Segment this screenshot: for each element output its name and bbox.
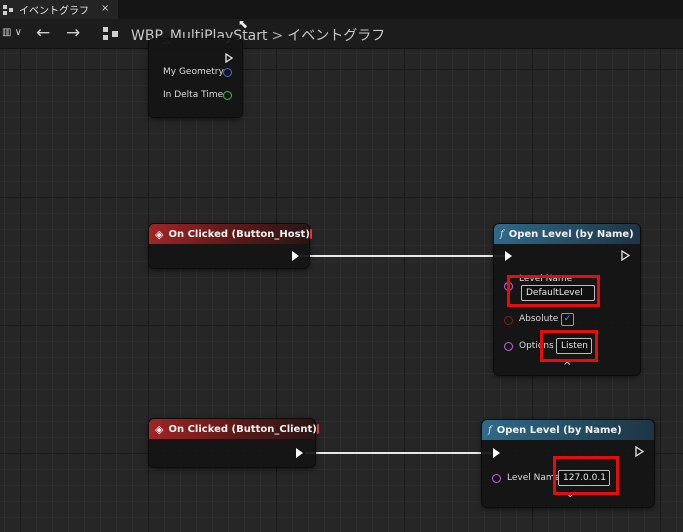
exec-in-pin[interactable] [505,251,512,261]
open-level-host-node[interactable]: f Open Level (by Name) Level Name Defaul… [494,224,640,375]
event-icon: ◈ [155,422,164,436]
graph-toolbar: ▥ ∨ ← → WBP_MultiPlayStart>イベントグラフ [0,19,683,49]
tab-title: イベントグラフ [19,6,89,17]
level-name-label: Level Name [507,473,561,483]
node-title: Open Level (by Name) [496,424,622,436]
delegate-pin-icon[interactable] [309,229,312,239]
level-name-input[interactable]: 127.0.0.1 [558,470,610,486]
graph-canvas[interactable]: My Geometry In Delta Time ⬉ ◈ On Clicked… [0,17,683,532]
highlight-options [540,330,598,362]
pin-in-delta-time: In Delta Time [163,90,224,100]
tab-bar: イベントグラフ × [0,0,683,19]
exec-in-pin[interactable] [493,448,500,458]
back-arrow-icon[interactable]: ← [36,23,51,43]
highlight-level-name [507,275,600,307]
options-input[interactable]: Listen [556,338,592,354]
close-icon[interactable]: × [101,3,110,14]
breadcrumb-current: イベントグラフ [287,28,386,44]
event-tick-node[interactable]: My Geometry In Delta Time [149,39,242,117]
exec-out-pin[interactable] [296,448,303,458]
on-clicked-host-node[interactable]: ◈ On Clicked (Button_Host) [149,224,312,268]
function-node-header: f Open Level (by Name) [494,224,640,244]
exec-out-pin[interactable] [635,445,645,460]
node-title: Open Level (by Name) [508,228,634,240]
exec-out-pin[interactable] [225,52,234,64]
event-node-header: ◈ On Clicked (Button_Client) [149,419,319,439]
node-title: On Clicked (Button_Client) [168,423,317,435]
graph-icon [3,4,15,15]
collapse-chevron-icon[interactable]: ^ [563,361,572,372]
exec-wires [300,255,506,454]
breadcrumb-separator: > [271,28,284,44]
tab-event-graph[interactable]: イベントグラフ × [0,0,118,19]
node-title: On Clicked (Button_Host) [168,228,310,240]
event-icon: ◈ [155,227,164,241]
vector-pin-icon[interactable] [223,68,232,77]
function-icon: f [500,228,504,240]
exec-out-pin[interactable] [292,251,299,261]
absolute-label: Absolute [519,314,559,324]
bool-pin-icon[interactable] [504,316,513,325]
absolute-checkbox[interactable]: ✓ [561,313,574,326]
float-pin-icon[interactable] [223,91,232,100]
delegate-pin-icon[interactable] [316,424,319,434]
cursor-icon: ⬉ [238,17,249,31]
event-node-header: ◈ On Clicked (Button_Host) [149,224,312,244]
level-name-input[interactable]: DefaultLevel [521,285,595,301]
options-label: Options [519,341,554,351]
level-name-label: Level Name [519,274,573,284]
name-pin-icon[interactable] [492,474,501,483]
menu-dropdown-icon[interactable]: ▥ ∨ [2,27,22,38]
on-clicked-client-node[interactable]: ◈ On Clicked (Button_Client) [149,419,319,467]
pin-my-geometry: My Geometry [163,67,224,77]
blueprint-graph-icon [103,27,119,41]
forward-arrow-icon[interactable]: → [66,23,81,43]
highlight-client-level-name [553,456,619,495]
function-node-header: f Open Level (by Name) [482,420,654,440]
options-pin-icon[interactable] [504,342,513,351]
exec-out-pin[interactable] [621,249,631,264]
function-icon: f [488,424,492,436]
